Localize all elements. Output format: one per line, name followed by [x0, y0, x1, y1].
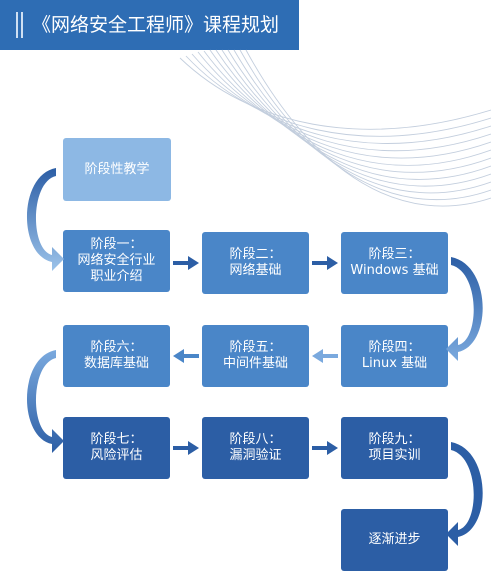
title-bar: 《网络安全工程师》课程规划: [0, 0, 299, 50]
node-stage6: 阶段六： 数据库基础: [63, 325, 170, 387]
arrow-stage8-stage9: [312, 441, 338, 455]
node-stage7-label: 阶段七： 风险评估: [90, 432, 143, 463]
node-end: 逐渐进步: [341, 509, 448, 571]
node-stage4-label: 阶段四： Linux 基础: [361, 340, 428, 371]
node-stage3: 阶段三： Windows 基础: [341, 232, 448, 294]
node-stage5: 阶段五： 中间件基础: [202, 325, 309, 387]
arrow-stage5-stage6: [173, 349, 199, 363]
node-stage1-label: 阶段一： 网络安全行业 职业介绍: [77, 237, 156, 284]
node-stage2: 阶段二： 网络基础: [202, 232, 309, 294]
page-title: 《网络安全工程师》课程规划: [32, 14, 280, 36]
node-end-label: 逐渐进步: [368, 532, 421, 547]
curve-arrow-stage3-stage4: [446, 257, 483, 361]
node-stage2-label: 阶段二： 网络基础: [229, 247, 282, 278]
arrow-stage7-stage8: [173, 441, 199, 455]
arrow-stage1-stage2: [173, 256, 199, 270]
node-stage3-label: 阶段三： Windows 基础: [350, 247, 439, 278]
title-marks: [16, 12, 26, 38]
node-stage4: 阶段四： Linux 基础: [341, 325, 448, 387]
arrow-stage2-stage3: [312, 256, 338, 270]
node-start: 阶段性教学: [63, 138, 171, 201]
node-stage7: 阶段七： 风险评估: [63, 417, 170, 479]
curve-arrow-start-stage1: [26, 168, 64, 271]
curve-arrow-stage6-stage7: [26, 350, 64, 453]
node-stage5-label: 阶段五： 中间件基础: [222, 340, 288, 371]
node-stage8-label: 阶段八： 漏洞验证: [229, 432, 282, 463]
node-stage6-label: 阶段六： 数据库基础: [83, 340, 149, 371]
node-stage1: 阶段一： 网络安全行业 职业介绍: [63, 230, 170, 292]
arrow-stage4-stage5: [312, 349, 338, 363]
curve-arrow-stage9-end: [446, 442, 483, 546]
node-stage8: 阶段八： 漏洞验证: [202, 417, 309, 479]
node-stage9: 阶段九： 项目实训: [341, 417, 448, 479]
title-mark: [21, 12, 23, 38]
node-start-label: 阶段性教学: [84, 161, 150, 177]
title-mark: [16, 12, 18, 38]
node-stage9-label: 阶段九： 项目实训: [368, 432, 421, 463]
